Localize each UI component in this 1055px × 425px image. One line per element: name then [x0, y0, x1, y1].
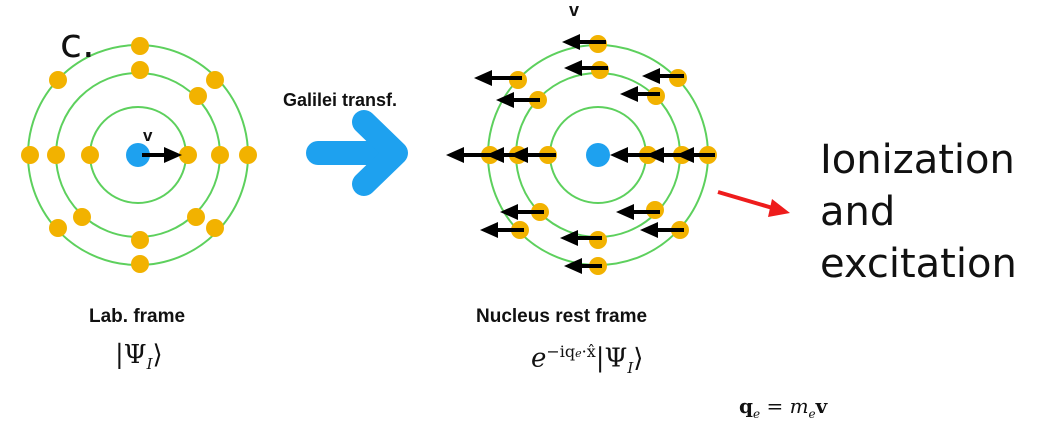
outcome-line-3: excitation [820, 241, 1017, 287]
corner-text-fragment: c. [60, 21, 95, 67]
electron [49, 219, 67, 237]
nucleus [586, 143, 610, 167]
rest-frame-state: e−iqe·x̂|ΨI⟩ [531, 342, 643, 377]
electron [49, 71, 67, 89]
velocity-label: v [569, 0, 580, 20]
electron [81, 146, 99, 164]
nucleus [126, 143, 150, 167]
exp-base: e [531, 343, 547, 374]
outcome-line-1: Ionization [820, 137, 1015, 183]
electron [189, 87, 207, 105]
electron [211, 146, 229, 164]
electron [21, 146, 39, 164]
ionization-arrow [717, 190, 790, 217]
state-ket-close: ⟩ [152, 340, 163, 370]
lab-frame-atom [21, 37, 257, 273]
momentum-v: v [815, 394, 828, 418]
exponent-main: −iq [546, 342, 576, 361]
rest-frame-atom [446, 34, 717, 275]
galilei-transform-label: Galilei transf. [283, 90, 398, 110]
rest-frame-label: Nucleus rest frame [476, 306, 648, 327]
momentum-q: q [739, 394, 753, 418]
outcome-line-2: and [820, 189, 896, 235]
electron [73, 208, 91, 226]
electron [131, 231, 149, 249]
electrons [21, 37, 257, 273]
velocity-arrow [142, 147, 182, 163]
momentum-q-subscript: e [752, 407, 761, 421]
lab-frame-label: Lab. frame [89, 306, 186, 327]
galilei-transform-arrow [306, 110, 408, 196]
electron [239, 146, 257, 164]
momentum-relation: qe = mev [739, 394, 827, 421]
electron [131, 61, 149, 79]
electron [206, 219, 224, 237]
state-subscript: I [146, 355, 153, 374]
electron [131, 255, 149, 273]
electron [179, 146, 197, 164]
electron [47, 146, 65, 164]
lab-frame-state: |ΨI⟩ [115, 340, 163, 373]
state-psi: |Ψ [115, 340, 147, 370]
electron [187, 208, 205, 226]
electron [131, 37, 149, 55]
electron-velocity-arrows [446, 34, 715, 274]
electron [206, 71, 224, 89]
exponent: −iqe·x̂ [546, 342, 595, 361]
state-subscript: I [627, 358, 634, 377]
mass-subscript: e [808, 407, 816, 421]
velocity-label: v [143, 126, 153, 145]
state-ket-close: ⟩ [633, 343, 644, 374]
momentum-eq-mass: = m [760, 394, 809, 418]
exponent-subscript: e [575, 347, 582, 360]
state-psi: |Ψ [595, 343, 628, 374]
exponent-rest: ·x̂ [581, 342, 596, 361]
